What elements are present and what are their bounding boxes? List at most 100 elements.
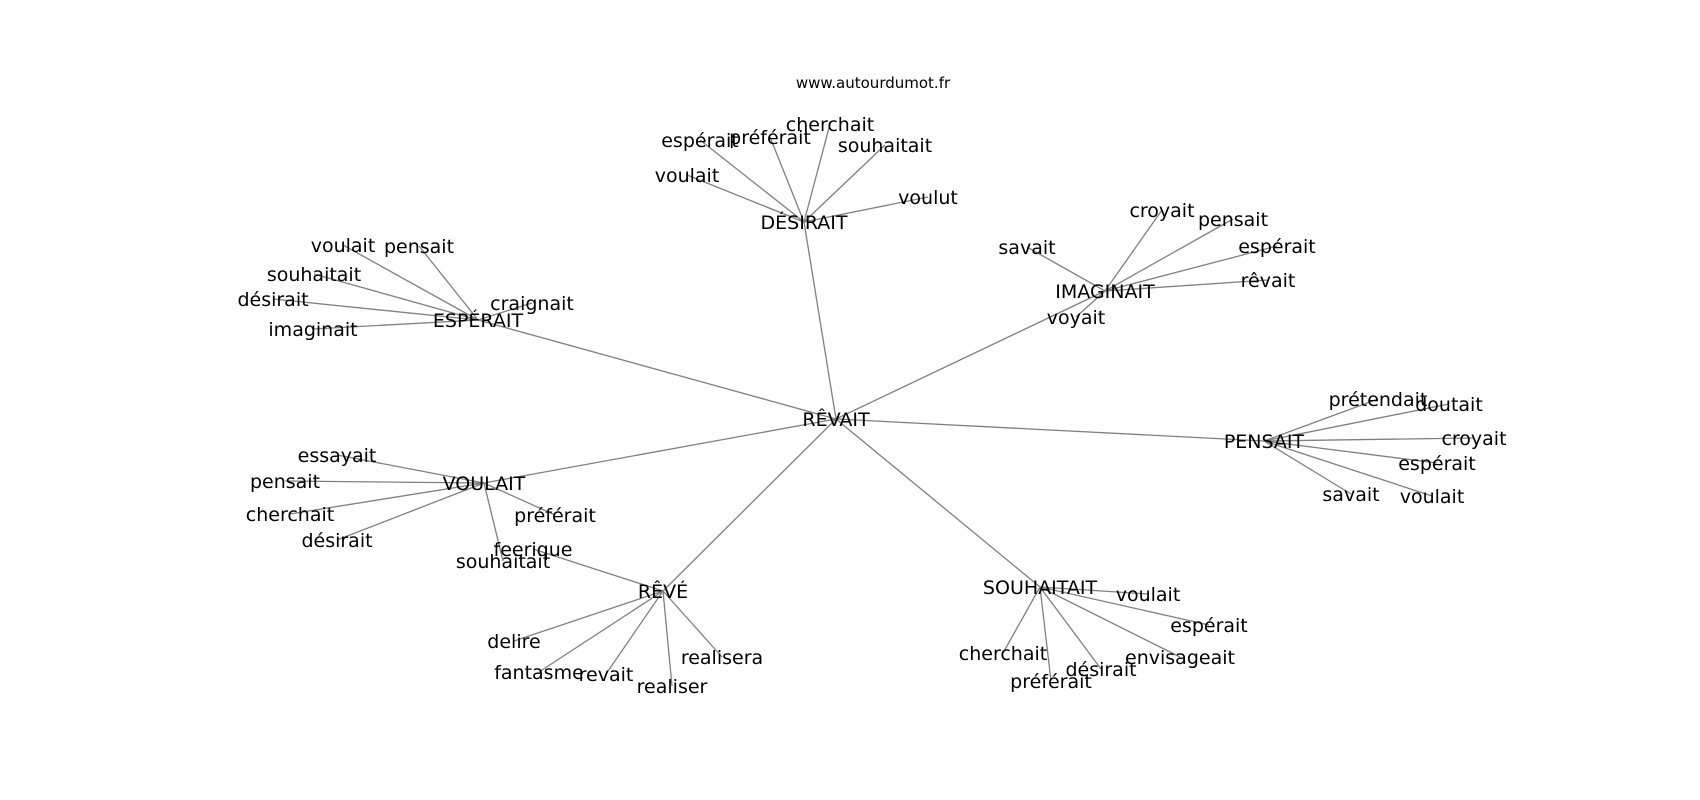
- edge-hub-leaf: [1104, 279, 1269, 292]
- edge-hub-leaf: [313, 273, 479, 321]
- leaf-node: voulut: [898, 187, 958, 209]
- leaf-node: craignait: [490, 293, 574, 315]
- edge-hub-leaf: [1039, 586, 1052, 682]
- edge-hub-leaf: [1263, 398, 1379, 442]
- edge-hub-leaf: [1104, 209, 1163, 292]
- hub-node: ESPÉRAIT: [433, 309, 524, 332]
- leaf-node: espérait: [1238, 236, 1316, 258]
- edge-hub-leaf: [1104, 218, 1234, 292]
- hub-node: PENSAIT: [1224, 431, 1305, 453]
- edge-hub-leaf: [342, 244, 479, 321]
- leaf-node: savait: [1322, 484, 1379, 506]
- edge-hub-leaf: [1026, 246, 1106, 292]
- edge-hub-leaf: [1039, 586, 1210, 626]
- leaf-node: cherchait: [786, 114, 874, 136]
- edge-hub-leaf: [699, 139, 805, 223]
- leaf-node: cherchait: [246, 504, 334, 526]
- leaf-node: realisera: [681, 647, 763, 669]
- leaf-node: désirait: [301, 530, 372, 552]
- hub-node: DÉSIRAIT: [761, 211, 848, 234]
- edge-hub-leaf: [803, 196, 929, 223]
- leaf-node: voulait: [1116, 584, 1181, 606]
- leaf-node: feerique: [494, 539, 573, 561]
- edge-center-hub: [835, 418, 1041, 588]
- edge-center-hub: [835, 418, 1265, 442]
- edge-hub-leaf: [803, 144, 886, 223]
- edge-hub-leaf: [1263, 440, 1433, 497]
- leaf-node: rêvait: [1241, 270, 1296, 292]
- leaf-node: espérait: [1170, 615, 1248, 637]
- leaf-node: pensait: [1198, 209, 1268, 231]
- leaf-node: realiser: [637, 676, 708, 698]
- edge-center-hub: [803, 221, 837, 420]
- edge-center-hub: [477, 319, 837, 420]
- edge-hub-leaf: [1075, 290, 1106, 318]
- leaf-node: souhaitait: [267, 264, 361, 286]
- edge-hub-leaf: [336, 454, 485, 484]
- leaf-node: croyait: [1441, 428, 1506, 450]
- edge-center-hub: [835, 290, 1106, 420]
- leaf-node: voulait: [311, 235, 376, 257]
- edge-hub-leaf: [662, 590, 673, 687]
- edge-hub-leaf: [1002, 586, 1041, 654]
- leaf-node: préférait: [1010, 671, 1092, 693]
- edge-hub-leaf: [803, 123, 831, 223]
- leaf-node: savait: [998, 237, 1055, 259]
- leaf-node: prétendait: [1329, 389, 1428, 411]
- edges: [272, 123, 1475, 687]
- leaf-node: imaginait: [268, 319, 357, 341]
- edge-hub-leaf: [1263, 437, 1475, 442]
- edge-hub-leaf: [1263, 403, 1450, 442]
- leaf-node: croyait: [1129, 200, 1194, 222]
- edge-hub-leaf: [1039, 586, 1181, 658]
- leaf-node: envisageait: [1125, 647, 1235, 669]
- edge-hub-leaf: [289, 482, 485, 515]
- edge-hub-leaf: [483, 482, 556, 516]
- edge-hub-leaf: [336, 482, 485, 541]
- leaf-node: souhaitait: [456, 551, 550, 573]
- edge-center-hub: [662, 418, 837, 592]
- source-text: www.autourdumot.fr: [796, 74, 951, 92]
- edge-hub-leaf: [605, 590, 664, 675]
- leaf-node: voyait: [1047, 307, 1105, 329]
- edge-hub-leaf: [1263, 440, 1352, 495]
- edge-hub-leaf: [284, 480, 485, 484]
- edge-hub-leaf: [1039, 586, 1149, 595]
- leaf-node: préférait: [514, 505, 596, 527]
- edge-hub-leaf: [538, 590, 664, 673]
- leaf-node: pensait: [250, 471, 320, 493]
- edge-hub-leaf: [272, 298, 479, 321]
- edge-hub-leaf: [483, 482, 504, 562]
- edge-center-hub: [483, 418, 837, 484]
- edge-hub-leaf: [1039, 586, 1102, 670]
- edge-hub-leaf: [477, 302, 533, 321]
- leaf-node: espérait: [1398, 453, 1476, 475]
- center-node: RÊVAIT: [802, 408, 870, 431]
- leaf-node: delire: [487, 631, 540, 653]
- edge-hub-leaf: [686, 174, 805, 223]
- labels: www.autourdumot.fr RÊVAIT DÉSIRAIT espérai…: [237, 74, 1506, 698]
- edge-hub-leaf: [662, 590, 723, 658]
- leaf-node: voulait: [655, 165, 720, 187]
- leaf-node: espérait: [661, 130, 739, 152]
- leaf-node: désirait: [1065, 659, 1136, 681]
- hub-node: IMAGINAIT: [1055, 281, 1155, 303]
- edge-hub-leaf: [769, 136, 805, 223]
- leaf-node: préférait: [729, 127, 811, 149]
- leaf-node: fantasme: [494, 662, 584, 684]
- leaf-node: voulait: [1400, 486, 1465, 508]
- leaf-node: revait: [579, 664, 634, 686]
- edge-hub-leaf: [1263, 440, 1438, 464]
- hub-node: RÊVÉ: [638, 580, 688, 603]
- leaf-node: souhaitait: [838, 135, 932, 157]
- leaf-node: désirait: [237, 289, 308, 311]
- hub-node: VOULAIT: [443, 473, 526, 495]
- edge-hub-leaf: [312, 319, 479, 330]
- hub-node: SOUHAITAIT: [983, 577, 1098, 599]
- edge-hub-leaf: [1104, 245, 1278, 292]
- edge-hub-leaf: [418, 245, 479, 321]
- leaf-node: cherchait: [959, 643, 1047, 665]
- leaf-node: essayait: [298, 445, 377, 467]
